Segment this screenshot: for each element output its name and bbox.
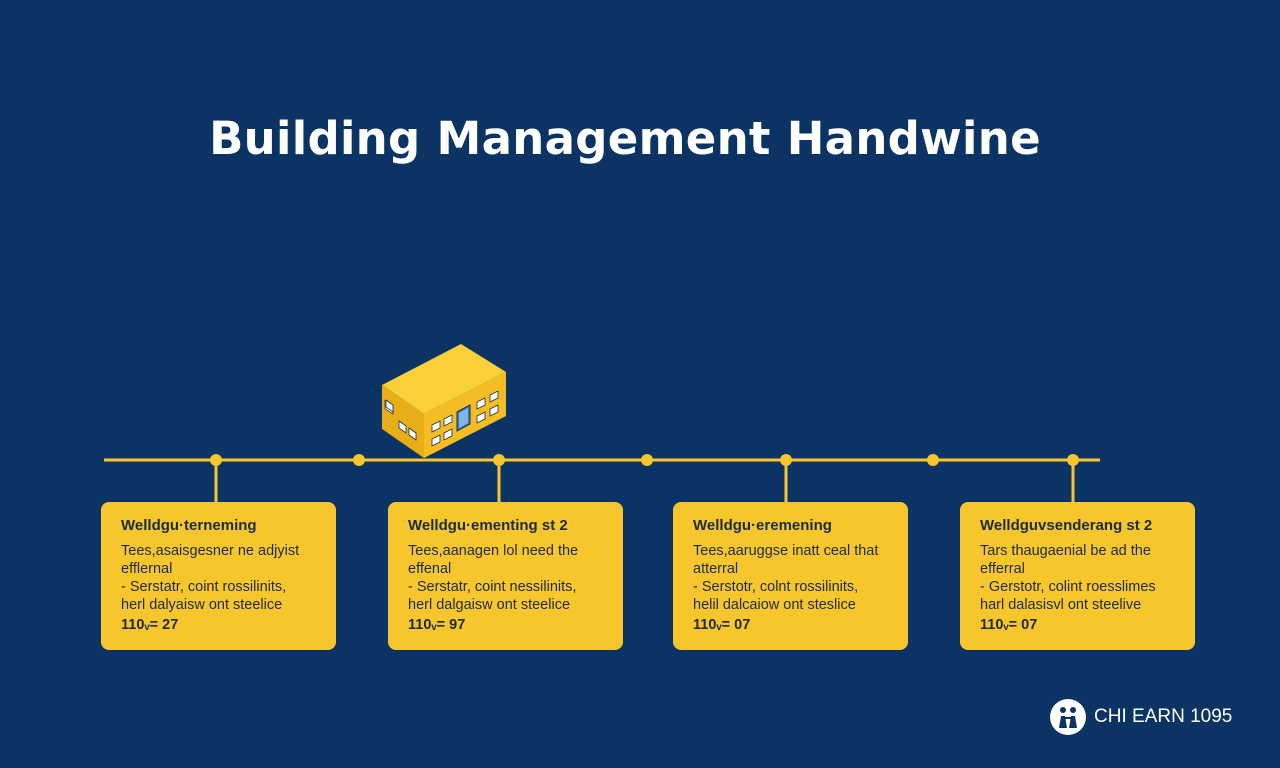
card-line: herl dalgaisw ont steelice: [408, 597, 571, 613]
card-line: herl dalyaisw ont steelice: [121, 597, 283, 613]
card-line: harl dalasisvl ont steelive: [980, 597, 1142, 613]
card-title: Welldguvsenderang st 2: [980, 517, 1153, 534]
card-line: - Gerstotr, colint roesslimes: [980, 579, 1156, 595]
brand-mark: CHI EARN 1095: [1050, 698, 1232, 736]
card-line: efferral: [980, 561, 1025, 577]
card-title: Welldgu·eremening: [693, 517, 832, 534]
card-ref: 110ᵥ= 07: [980, 617, 1038, 633]
card-ref: 110ᵥ= 07: [693, 617, 751, 633]
timeline-node: [1067, 454, 1079, 466]
card-title: Welldgu·ementing st 2: [408, 517, 568, 534]
card-ref: 110ᵥ= 27: [121, 617, 179, 633]
card-line: effenal: [408, 561, 452, 577]
card-line: Tars thaugaenial be ad the: [980, 543, 1151, 559]
card-line: atterral: [693, 561, 739, 577]
card-line: Tees,aaruggse inatt ceal that: [693, 543, 879, 559]
card-ref: 110ᵥ= 97: [408, 617, 466, 633]
card-title: Welldgu·terneming: [121, 517, 257, 534]
timeline-node: [210, 454, 222, 466]
people-logo-icon: [1050, 699, 1086, 735]
timeline-card-3: Welldgu·eremening Tees,aaruggse inatt ce…: [673, 502, 908, 650]
page-title: Building Management Handwine: [209, 112, 1041, 165]
card-line: Tees,aanagen lol need the: [408, 543, 579, 559]
timeline-node: [780, 454, 792, 466]
card-line: - Serstatr, coint rossilinits,: [121, 579, 287, 595]
card-line: Tees,asaisgesner ne adjyist: [121, 543, 300, 559]
timeline-node: [927, 454, 939, 466]
timeline-node: [641, 454, 653, 466]
building-icon: [382, 344, 506, 458]
timeline-node: [353, 454, 365, 466]
timeline-card-2: Welldgu·ementing st 2 Tees,aanagen lol n…: [388, 502, 623, 650]
card-line: efflernal: [121, 561, 173, 577]
timeline-node: [493, 454, 505, 466]
timeline-card-1: Welldgu·terneming Tees,asaisgesner ne ad…: [101, 502, 336, 650]
card-line: - Serstotr, colnt rossilinits,: [693, 579, 859, 595]
brand-text: CHI EARN 1095: [1094, 706, 1233, 727]
card-line: - Serstatr, coint nessilinits,: [408, 579, 577, 595]
card-line: helil dalcaiow ont steslice: [693, 597, 856, 613]
timeline-card-4: Welldguvsenderang st 2 Tars thaugaenial …: [960, 502, 1195, 650]
